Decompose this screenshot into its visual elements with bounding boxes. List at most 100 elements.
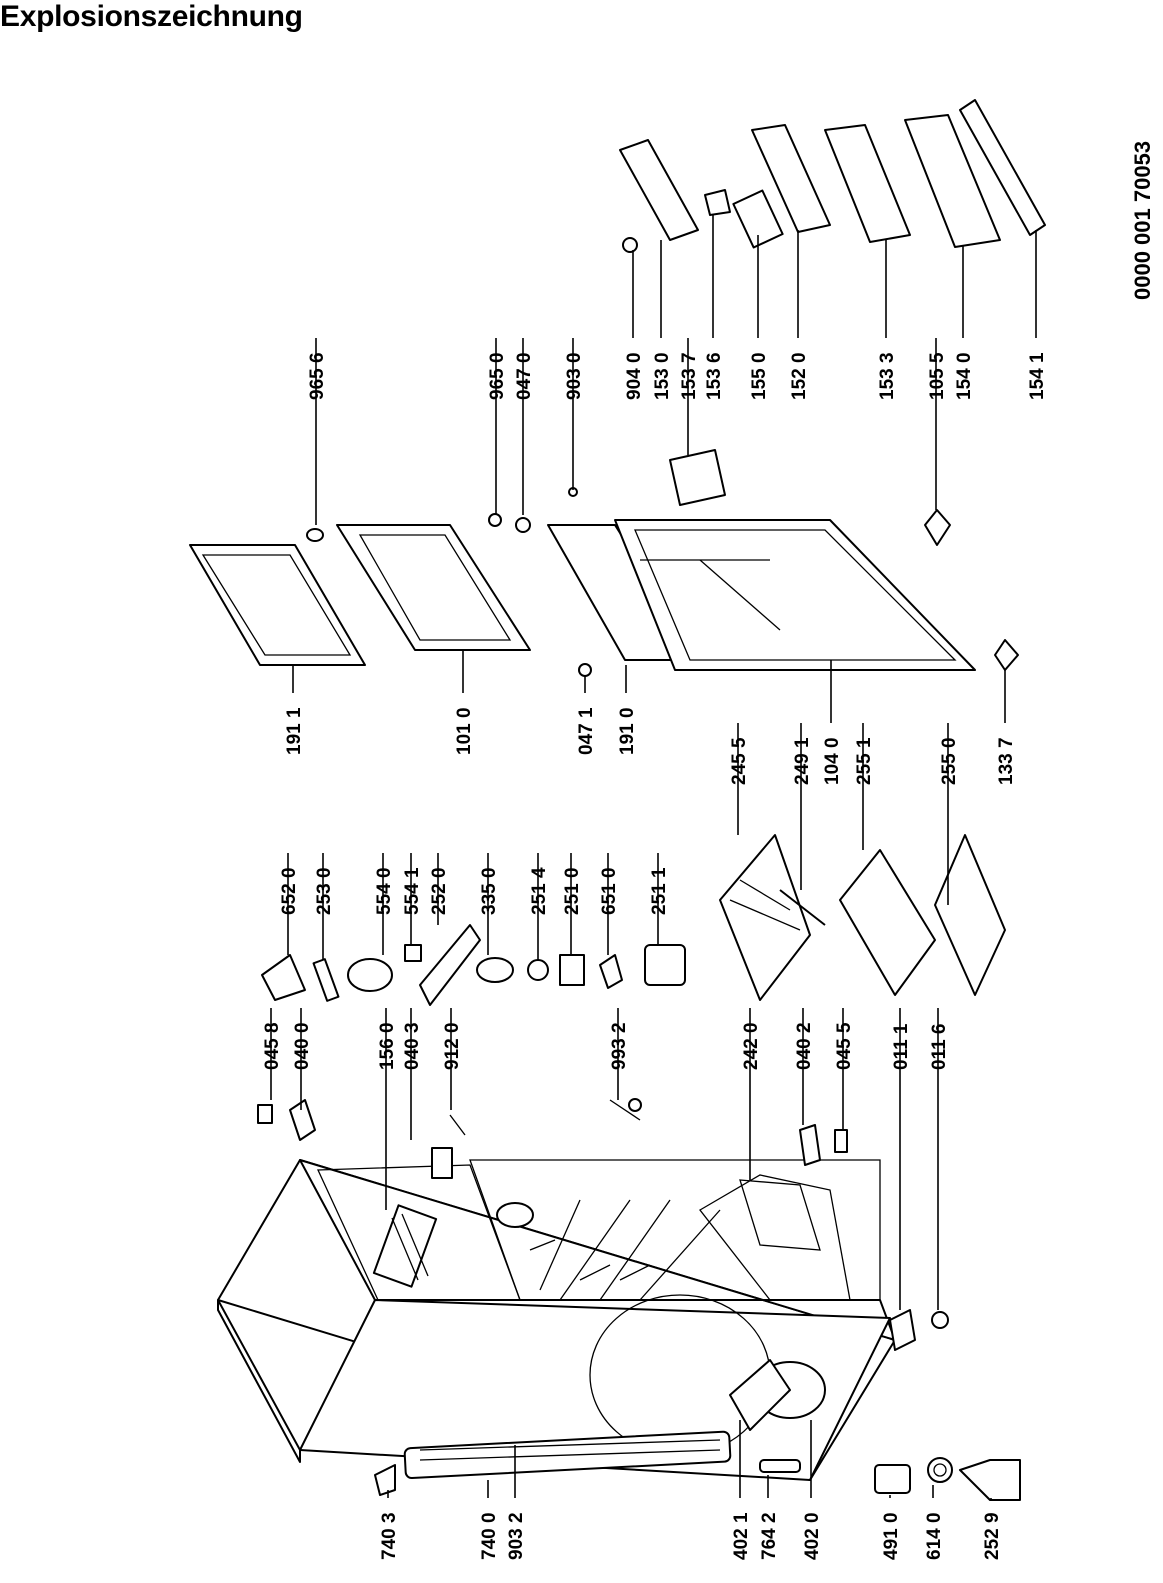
part-251-1 — [644, 944, 686, 986]
page-title: Explosionszeichnung — [0, 0, 303, 33]
part-764-2 — [759, 1459, 801, 1473]
part-252-9 — [959, 1459, 1021, 1501]
part-251-4 — [527, 959, 549, 981]
part-label-154-0: 154 0 — [954, 352, 975, 400]
part-label-133-7: 133 7 — [996, 737, 1017, 785]
part-label-153-6: 153 6 — [704, 352, 725, 400]
part-label-152-0: 152 0 — [789, 352, 810, 400]
part-554-0 — [347, 958, 393, 992]
part-label-965-0: 965 0 — [487, 352, 508, 400]
part-label-040-3: 040 3 — [402, 1022, 423, 1070]
part-651-0 — [599, 954, 623, 989]
part-154-1 — [959, 99, 1046, 236]
part-101-0 — [336, 524, 531, 651]
part-label-651-0: 651 0 — [599, 867, 620, 915]
part-045-5 — [834, 1129, 848, 1153]
part-label-251-1: 251 1 — [649, 867, 670, 915]
part-554-1 — [404, 944, 422, 962]
part-965-6 — [306, 528, 324, 542]
part-652-0 — [261, 954, 306, 1001]
part-251-0 — [559, 954, 585, 986]
part-label-191-1: 191 1 — [284, 707, 305, 755]
part-label-335-0: 335 0 — [479, 867, 500, 915]
part-label-402-0: 402 0 — [802, 1512, 823, 1560]
part-label-101-0: 101 0 — [454, 707, 475, 755]
document-number: 0000 001 70053 — [1130, 141, 1155, 300]
part-153-7 — [669, 449, 726, 506]
part-label-402-1: 402 1 — [731, 1512, 752, 1560]
part-133-7 — [994, 639, 1019, 671]
part-label-652-0: 652 0 — [279, 867, 300, 915]
part-label-153-3: 153 3 — [877, 352, 898, 400]
part-label-249-1: 249 1 — [792, 737, 813, 785]
part-614-0 — [927, 1457, 953, 1483]
part-label-253-0: 253 0 — [314, 867, 335, 915]
part-252-0 — [419, 924, 481, 1006]
part-255-0 — [934, 834, 1006, 996]
part-040-3 — [431, 1147, 453, 1179]
part-label-251-4: 251 4 — [529, 867, 550, 915]
part-label-554-1: 554 1 — [402, 867, 423, 915]
part-label-153-0: 153 0 — [652, 352, 673, 400]
part-label-764-2: 764 2 — [759, 1512, 780, 1560]
part-011-6 — [931, 1311, 949, 1329]
part-label-040-2: 040 2 — [794, 1022, 815, 1070]
part-153-3 — [824, 124, 911, 243]
part-904-0 — [622, 237, 638, 253]
part-105-5 — [924, 509, 951, 546]
cabinet-body — [217, 1159, 896, 1481]
part-label-903-2: 903 2 — [506, 1512, 527, 1560]
part-label-153-7: 153 7 — [679, 352, 700, 400]
part-154-0 — [904, 114, 1001, 248]
part-153-0 — [619, 139, 699, 241]
part-491-0 — [874, 1464, 911, 1494]
part-label-011-6: 011 6 — [929, 1024, 950, 1071]
part-label-105-5: 105 5 — [927, 352, 948, 400]
part-label-242-0: 242 0 — [741, 1022, 762, 1070]
part-040-2 — [799, 1124, 821, 1166]
part-255-1 — [839, 849, 936, 996]
part-155-0 — [732, 189, 784, 249]
part-152-0 — [751, 124, 831, 233]
part-249-1 — [779, 889, 826, 926]
part-153-6 — [704, 189, 731, 216]
part-104-0 — [614, 519, 976, 671]
part-label-011-1: 011 1 — [891, 1023, 912, 1070]
part-label-045-8: 045 8 — [262, 1022, 283, 1070]
part-993-2 — [609, 1098, 642, 1121]
part-047-1 — [578, 663, 592, 677]
part-label-251-0: 251 0 — [562, 867, 583, 915]
part-label-252-0: 252 0 — [429, 867, 450, 915]
part-047-0 — [515, 517, 531, 533]
part-045-8 — [257, 1104, 273, 1124]
part-label-491-0: 491 0 — [881, 1512, 902, 1560]
part-label-912-0: 912 0 — [442, 1022, 463, 1070]
part-label-155-0: 155 0 — [749, 352, 770, 400]
part-label-245-5: 245 5 — [729, 737, 750, 785]
part-label-156-0: 156 0 — [377, 1022, 398, 1070]
part-label-040-0: 040 0 — [292, 1022, 313, 1070]
part-label-047-0: 047 0 — [514, 352, 535, 400]
part-label-191-0: 191 0 — [617, 707, 638, 755]
part-245-5 — [719, 834, 811, 1001]
part-label-252-9: 252 9 — [982, 1512, 1003, 1560]
part-label-965-6: 965 6 — [307, 352, 328, 400]
part-040-0 — [289, 1099, 316, 1141]
part-label-614-0: 614 0 — [924, 1512, 945, 1560]
part-label-904-0: 904 0 — [624, 352, 645, 400]
part-335-0 — [476, 957, 514, 983]
part-965-0 — [488, 513, 502, 527]
part-label-903-0: 903 0 — [564, 352, 585, 400]
part-label-045-5: 045 5 — [834, 1022, 855, 1070]
part-label-154-1: 154 1 — [1027, 352, 1048, 400]
part-label-047-1: 047 1 — [576, 707, 597, 755]
part-253-0 — [312, 958, 340, 1002]
part-label-740-3: 740 3 — [379, 1512, 400, 1560]
part-740-3 — [374, 1464, 396, 1496]
part-label-255-0: 255 0 — [939, 737, 960, 785]
part-912-0 — [449, 1114, 466, 1136]
part-label-255-1: 255 1 — [854, 737, 875, 785]
part-011-1 — [889, 1309, 916, 1351]
